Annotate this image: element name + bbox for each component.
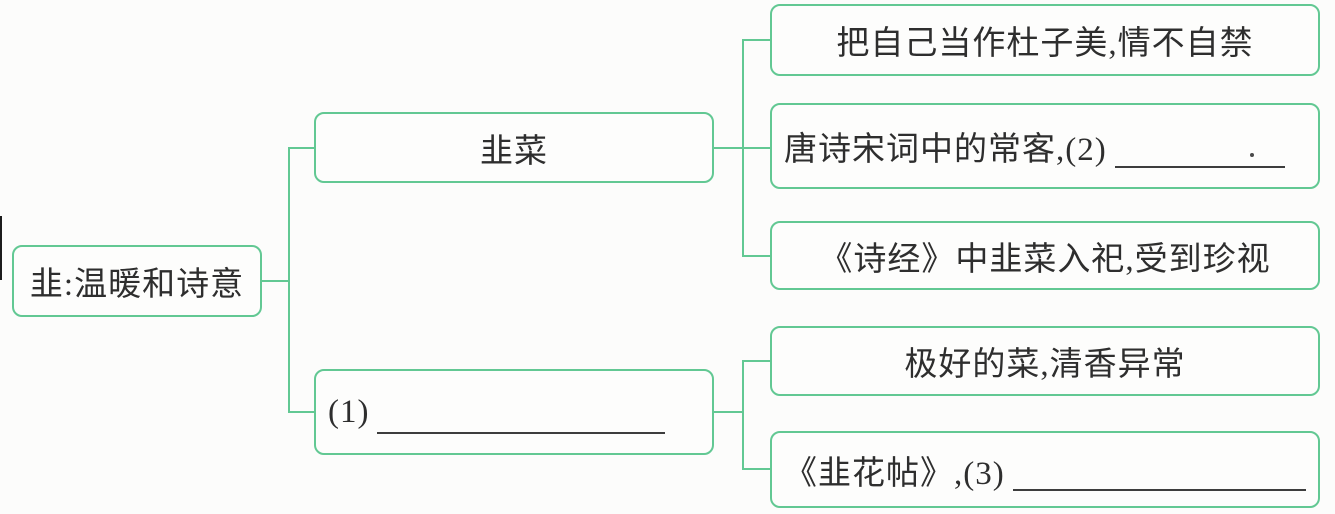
- connector-to-leek-box: [288, 147, 316, 149]
- fill-in-blank-line-2: [1114, 136, 1285, 168]
- connector-to-leaf3: [742, 255, 772, 257]
- leaf-node-shijing-sacrifice: 《诗经》中韭菜入祀,受到珍视: [770, 221, 1320, 290]
- connector-to-blank1-box: [288, 411, 316, 413]
- connector-root-trunk: [260, 280, 290, 282]
- connector-trunk-blank1-children: [742, 360, 744, 470]
- leaf-node-du-zi-mei-label: 把自己当作杜子美,情不自禁: [836, 26, 1254, 62]
- leaf-node-jiuhuatie-blank-3: 《韭花帖》,(3): [770, 431, 1320, 508]
- branch-node-blank-1-prefix: (1): [328, 393, 370, 430]
- root-node-leek-warmth-poetry: 韭:温暖和诗意: [12, 245, 262, 317]
- branch-node-leek-label: 韭菜: [480, 133, 548, 170]
- stray-ink-dot: [1250, 153, 1254, 157]
- leaf-node-du-zi-mei: 把自己当作杜子美,情不自禁: [770, 4, 1320, 76]
- leaf-node-jiuhuatie-prefix: 《韭花帖》,(3): [784, 455, 1005, 492]
- branch-node-blank-1: (1): [314, 369, 714, 455]
- scan-edge-artifact: [0, 216, 2, 280]
- leaf-node-excellent-dish: 极好的菜,清香异常: [770, 326, 1320, 396]
- connector-to-leaf4: [742, 360, 772, 362]
- root-node-label: 韭:温暖和诗意: [29, 267, 245, 303]
- branch-node-leek: 韭菜: [314, 112, 714, 183]
- leaf-node-excellent-dish-label: 极好的菜,清香异常: [904, 347, 1186, 383]
- fill-in-blank-line-1: [377, 402, 666, 434]
- connector-blank1-out: [712, 411, 744, 413]
- connector-trunk-level2: [288, 147, 290, 413]
- leaf-node-tang-song-prefix: 唐诗宋词中的常客,(2): [784, 132, 1107, 168]
- connector-leek-out: [712, 147, 744, 149]
- connector-to-leaf2: [742, 147, 772, 149]
- fill-in-blank-line-3: [1012, 460, 1306, 492]
- leaf-node-tang-song-poetry-blank-2: 唐诗宋词中的常客,(2): [770, 103, 1320, 189]
- connector-to-leaf5: [742, 468, 772, 470]
- leaf-node-shijing-label: 《诗经》中韭菜入祀,受到珍视: [819, 241, 1271, 278]
- connector-to-leaf1: [742, 39, 772, 41]
